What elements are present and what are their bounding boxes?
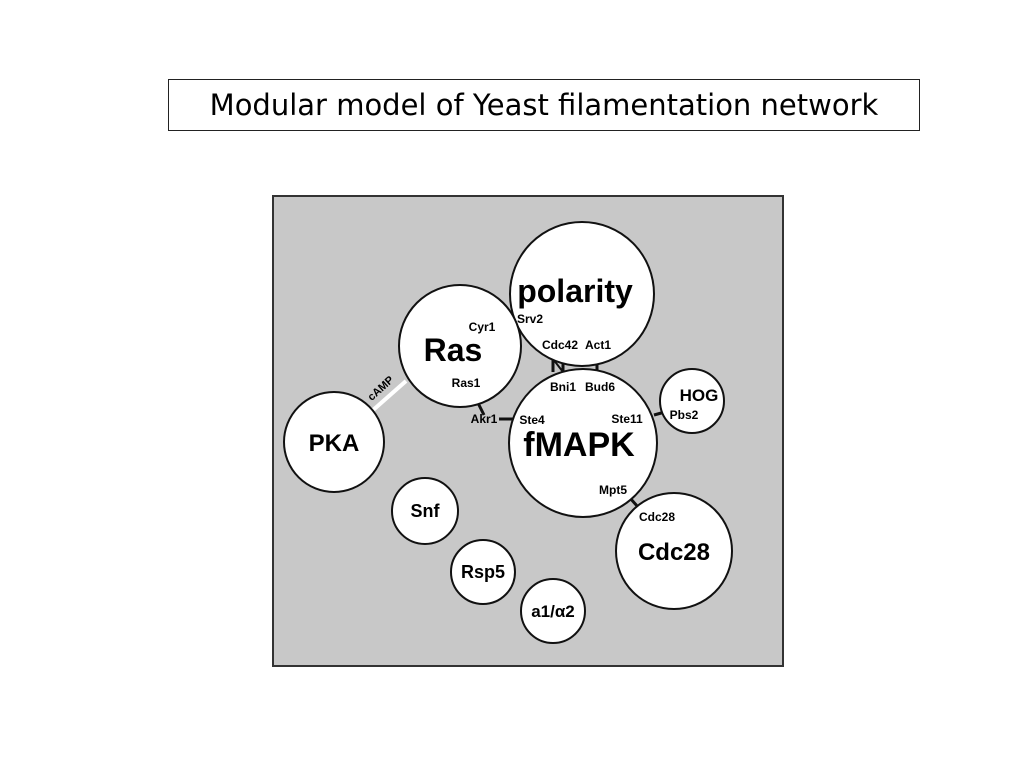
protein-cdc42: Cdc42 xyxy=(542,338,578,352)
protein-akr1: Akr1 xyxy=(471,412,498,426)
module-a1a2 xyxy=(520,578,586,644)
diagram-title-text: Modular model of Yeast filamentation net… xyxy=(209,88,879,122)
diagram-panel-border xyxy=(272,195,784,667)
module-polarity xyxy=(509,221,655,367)
protein-bud6: Bud6 xyxy=(585,380,615,394)
label-fmapk: fMAPK xyxy=(523,426,635,464)
module-hog xyxy=(659,368,725,434)
label-cdc28: Cdc28 xyxy=(638,539,710,566)
label-rsp5: Rsp5 xyxy=(461,562,505,582)
module-pka xyxy=(283,391,385,493)
protein-bni1: Bni1 xyxy=(550,380,576,394)
protein-mpt5: Mpt5 xyxy=(599,483,627,497)
network-diagram: polarity Ras PKA fMAPK HOG Snf Rsp5 a1/α… xyxy=(272,195,784,667)
module-cdc28 xyxy=(615,492,733,610)
module-snf xyxy=(391,477,459,545)
label-polarity: polarity xyxy=(517,273,633,309)
link-ras-pka-camp xyxy=(370,379,408,413)
protein-ste4: Ste4 xyxy=(519,413,545,427)
protein-act1: Act1 xyxy=(585,338,611,352)
module-fmapk xyxy=(508,368,658,518)
protein-pbs2: Pbs2 xyxy=(670,408,699,422)
label-ras: Ras xyxy=(424,332,483,368)
protein-cyr1: Cyr1 xyxy=(469,320,496,334)
protein-cdc28: Cdc28 xyxy=(639,510,675,524)
protein-ste11: Ste11 xyxy=(611,412,643,426)
module-rsp5 xyxy=(450,539,516,605)
label-hog: HOG xyxy=(680,386,719,405)
protein-ras1: Ras1 xyxy=(452,376,481,390)
label-snf: Snf xyxy=(411,501,441,521)
label-pka: PKA xyxy=(309,430,360,457)
protein-srv2: Srv2 xyxy=(517,312,543,326)
diagram-title: Modular model of Yeast filamentation net… xyxy=(168,79,920,131)
label-a1a2: a1/α2 xyxy=(531,602,575,621)
module-ras xyxy=(398,284,522,408)
